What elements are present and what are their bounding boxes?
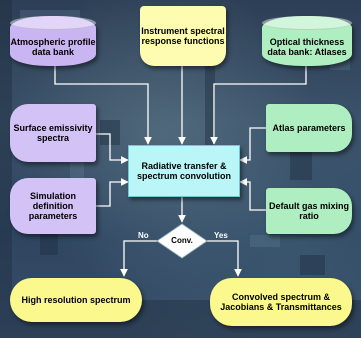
arrow-no-branch xyxy=(120,240,157,277)
instrument-response-box: Instrument spectral response functions xyxy=(140,6,226,66)
atlas-parameters-label: Atlas parameters xyxy=(272,123,346,133)
arrow-emissivity-to-rt xyxy=(96,133,129,164)
arrow-optical-to-rt xyxy=(210,66,307,145)
yes-branch-label: Yes xyxy=(214,231,228,240)
simulation-definition-box: Simulation definition parameters xyxy=(10,178,96,234)
arrow-simulation-to-rt xyxy=(96,178,129,207)
atmospheric-profile-databank: Atmospheric profile data bank xyxy=(10,16,96,66)
convolved-spectrum-box: Convolved spectrum & Jacobians & Transmi… xyxy=(210,278,352,326)
instrument-response-label: Instrument spectral response functions xyxy=(141,26,225,46)
default-gas-label: Default gas mixing ratio xyxy=(268,201,349,221)
decision-diamond xyxy=(156,223,208,259)
decision-label-wrap: Conv. xyxy=(160,235,204,247)
no-branch-label: No xyxy=(138,231,149,240)
radiative-transfer-box: Radiative transfer & spectrum convolutio… xyxy=(128,145,240,197)
optical-thickness-databank: Optical thickness data bank: Atlases xyxy=(262,16,352,66)
arrow-atlas-to-rt xyxy=(239,127,266,164)
arrow-yes-branch xyxy=(207,240,242,277)
default-gas-box: Default gas mixing ratio xyxy=(266,188,352,234)
radiative-transfer-label: Radiative transfer & spectrum convolutio… xyxy=(136,161,231,181)
simulation-definition-label: Simulation definition parameters xyxy=(28,191,78,221)
surface-emissivity-label: Surface emissivity spectra xyxy=(13,123,93,143)
atlas-parameters-box: Atlas parameters xyxy=(266,104,352,152)
arrow-atmospheric-to-rt xyxy=(54,66,152,145)
high-resolution-spectrum-box: High resolution spectrum xyxy=(10,278,142,322)
optical-thickness-label: Optical thickness data bank: Atlases xyxy=(267,37,347,57)
surface-emissivity-box: Surface emissivity spectra xyxy=(10,104,96,162)
atmospheric-profile-label: Atmospheric profile data bank xyxy=(10,37,96,57)
convolved-spectrum-label: Convolved spectrum & Jacobians & Transmi… xyxy=(220,292,342,312)
decision-label: Conv. xyxy=(171,236,193,245)
high-resolution-label: High resolution spectrum xyxy=(21,295,131,305)
arrow-gas-to-rt xyxy=(239,178,266,211)
